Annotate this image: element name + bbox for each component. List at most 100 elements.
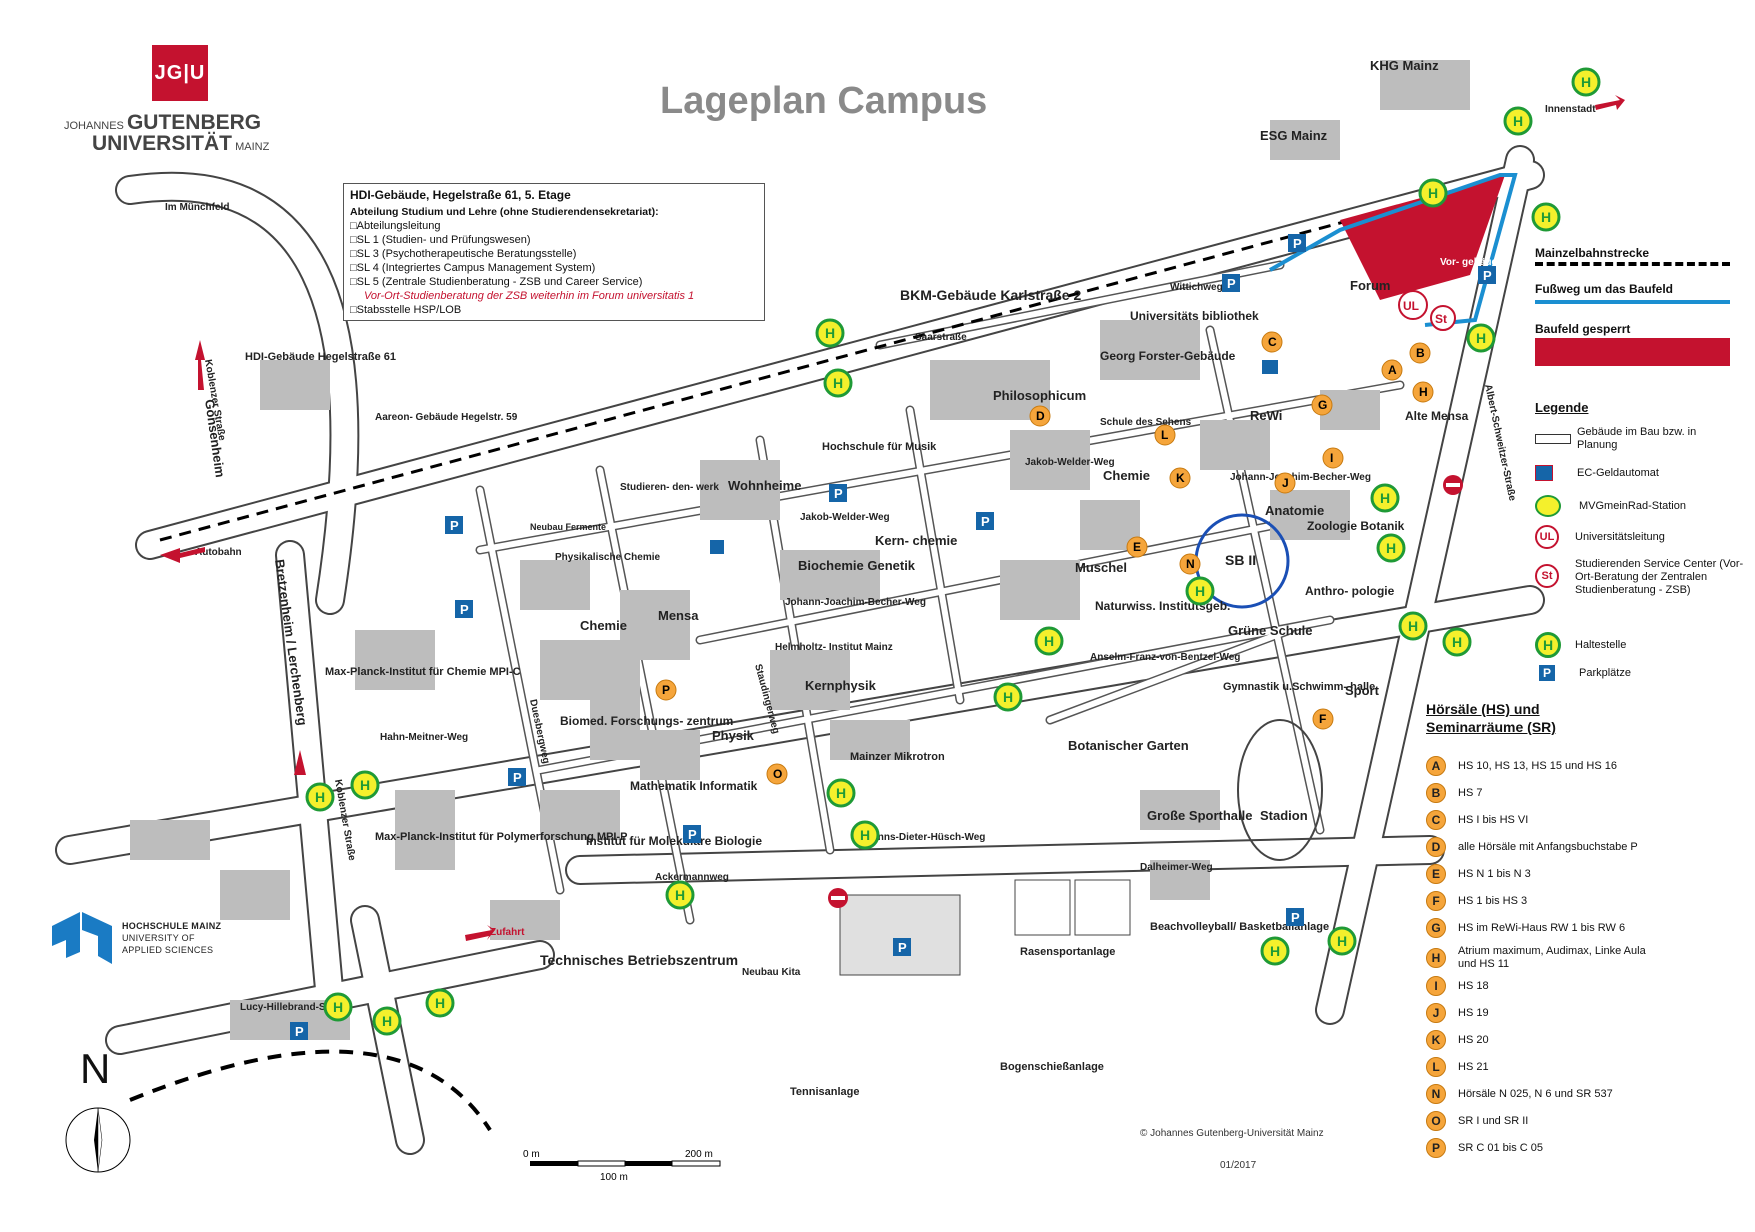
- svg-text:C: C: [1268, 335, 1277, 349]
- svg-text:Georg Forster-Gebäude: Georg Forster-Gebäude: [1100, 349, 1236, 363]
- svg-text:P: P: [688, 827, 697, 842]
- svg-text:Hanns-Dieter-Hüsch-Weg: Hanns-Dieter-Hüsch-Weg: [865, 832, 985, 843]
- hall-key-icon: A: [1426, 756, 1446, 776]
- svg-text:SB II: SB II: [1225, 552, 1256, 568]
- hdi-item: SL 1 (Studien- und Prüfungswesen): [350, 233, 758, 247]
- ul-icon: UL: [1535, 525, 1559, 549]
- svg-text:H: H: [1380, 490, 1390, 506]
- svg-text:H: H: [1270, 943, 1280, 959]
- svg-text:Biomed. Forschungs- zentrum: Biomed. Forschungs- zentrum: [560, 714, 733, 728]
- hall-key-icon: K: [1426, 1030, 1446, 1050]
- lecture-hall-heading-2: Seminarräume (SR): [1426, 719, 1556, 735]
- svg-text:I: I: [1330, 451, 1333, 465]
- svg-text:ReWi: ReWi: [1250, 408, 1282, 423]
- blocked-key-swatch: [1535, 338, 1730, 366]
- building-outline-icon: [1535, 434, 1571, 444]
- svg-text:H: H: [836, 785, 846, 801]
- svg-text:H: H: [825, 325, 835, 341]
- tram-key-line: [1535, 262, 1730, 266]
- hall-key-icon: L: [1426, 1057, 1446, 1077]
- svg-text:Mathematik Informatik: Mathematik Informatik: [630, 779, 758, 793]
- hall-key-icon: B: [1426, 783, 1446, 803]
- svg-text:H: H: [382, 1013, 392, 1029]
- svg-text:P: P: [898, 940, 907, 955]
- footpath-key-line: [1535, 300, 1730, 304]
- svg-text:A: A: [1388, 363, 1397, 377]
- hall-key-label: HS im ReWi-Haus RW 1 bis RW 6: [1458, 921, 1626, 934]
- st-icon: St: [1535, 564, 1559, 588]
- svg-text:P: P: [513, 770, 522, 785]
- hall-key-label: Hörsäle N 025, N 6 und SR 537: [1458, 1087, 1613, 1100]
- lecture-hall-item: O SR I und SR II: [1426, 1111, 1658, 1131]
- svg-text:Zufahrt: Zufahrt: [490, 927, 525, 938]
- hdi-info-box: HDI-Gebäude, Hegelstraße 61, 5. Etage Ab…: [343, 183, 765, 321]
- svg-text:ESG Mainz: ESG Mainz: [1260, 128, 1328, 143]
- svg-text:Lucy-Hillebrand-Straße: Lucy-Hillebrand-Straße: [240, 1002, 350, 1013]
- copyright: © Johannes Gutenberg-Universität Mainz: [1140, 1128, 1324, 1139]
- hall-key-label: Atrium maximum, Audimax, Linke Aula und …: [1458, 945, 1646, 970]
- svg-text:Gymnastik u.Schwimm- halle: Gymnastik u.Schwimm- halle: [1223, 681, 1375, 693]
- svg-text:Alte Mensa: Alte Mensa: [1405, 409, 1469, 423]
- svg-text:O: O: [773, 767, 782, 781]
- st-marker-icon: [1430, 305, 1456, 331]
- hochschule-logo-icon: [52, 912, 112, 964]
- svg-text:H: H: [1408, 618, 1418, 634]
- svg-text:G: G: [1318, 398, 1327, 412]
- svg-text:Wohnheime: Wohnheime: [728, 478, 801, 493]
- svg-text:Aareon- Gebäude Hegelstr. 59: Aareon- Gebäude Hegelstr. 59: [375, 412, 518, 423]
- legend-item-bike: MVGmeinRad-Station: [1535, 495, 1686, 517]
- svg-text:St: St: [1435, 312, 1447, 326]
- hdi-note: Vor-Ort-Studienberatung der ZSB weiterhi…: [364, 290, 695, 302]
- hall-key-icon: P: [1426, 1138, 1446, 1158]
- svg-text:Johann-Joachim-Becher-Weg: Johann-Joachim-Becher-Weg: [1230, 472, 1371, 483]
- svg-text:H: H: [1195, 583, 1205, 599]
- svg-text:UL: UL: [1403, 299, 1419, 313]
- svg-text:P: P: [460, 602, 469, 617]
- svg-text:Grüne Schule: Grüne Schule: [1228, 623, 1313, 638]
- svg-text:Innenstadt: Innenstadt: [1545, 104, 1596, 115]
- svg-text:Neubau Kita: Neubau Kita: [742, 967, 801, 978]
- bus-stop-markers: H H H H H H H H H H H H H H H H H H H H …: [305, 67, 1601, 1036]
- svg-text:H: H: [1428, 185, 1438, 201]
- svg-text:Mainzer Mikrotron: Mainzer Mikrotron: [850, 751, 945, 763]
- legend-item-parking: P Parkplätze: [1535, 665, 1631, 681]
- svg-text:HDI-Gebäude Hegelstraße 61: HDI-Gebäude Hegelstraße 61: [245, 351, 396, 363]
- ec-atm-icon: [1262, 360, 1278, 374]
- svg-text:Dalheimer-Weg: Dalheimer-Weg: [1140, 862, 1213, 873]
- svg-text:Hochschule für Musik: Hochschule für Musik: [822, 441, 937, 453]
- hall-key-label: SR I und SR II: [1458, 1114, 1529, 1127]
- svg-text:E: E: [1133, 540, 1141, 554]
- legend-item-stop: H Haltestelle: [1535, 632, 1626, 658]
- svg-text:B: B: [1416, 346, 1425, 360]
- hall-key-icon: O: [1426, 1111, 1446, 1131]
- hall-key-icon: C: [1426, 810, 1446, 830]
- legend-item-building: Gebäude im Bau bzw. in Planung: [1535, 426, 1737, 452]
- hall-key-label: HS 7: [1458, 786, 1483, 799]
- svg-text:Beachvolleyball/ Basketballanl: Beachvolleyball/ Basketballanlage: [1150, 921, 1329, 933]
- svg-text:H: H: [1419, 385, 1428, 399]
- svg-text:P: P: [1483, 268, 1492, 283]
- hdi-subheading: Abteilung Studium und Lehre (ohne Studie…: [350, 206, 659, 218]
- svg-text:Botanischer Garten: Botanischer Garten: [1068, 738, 1189, 753]
- big-parking-lot: [839, 894, 961, 976]
- svg-text:P: P: [295, 1024, 304, 1039]
- svg-text:Tennisanlage: Tennisanlage: [790, 1086, 859, 1098]
- svg-text:P: P: [662, 683, 670, 697]
- svg-text:Autobahn: Autobahn: [195, 547, 242, 558]
- svg-text:Anthro- pologie: Anthro- pologie: [1305, 584, 1395, 598]
- svg-text:Max-Planck-Institut für Chemie: Max-Planck-Institut für Chemie MPI-C: [325, 666, 521, 678]
- hall-key-label: HS 21: [1458, 1060, 1489, 1073]
- stadium-track: [1237, 719, 1323, 861]
- direction-arrows: [160, 95, 1625, 941]
- svg-text:H: H: [1541, 209, 1551, 225]
- hall-key-label: HS 20: [1458, 1033, 1489, 1046]
- hdi-item: Abteilungsleitung: [350, 219, 758, 233]
- building-blocks: [130, 60, 1470, 1040]
- ul-marker-icon: [1398, 290, 1428, 320]
